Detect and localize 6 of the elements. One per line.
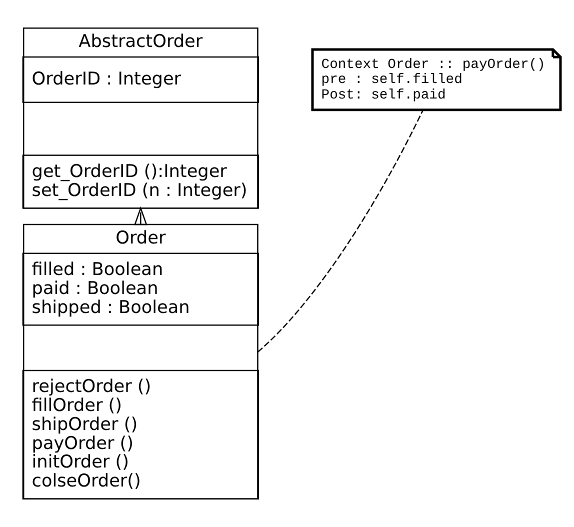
connector (257, 110, 424, 353)
node-box: rejectOrder () fillOrder () shipOrder () payOrder () initOrder () colseOrder() (22, 370, 259, 500)
node-box: filled : Boolean paid : Boolean shipped : Boolean (22, 252, 259, 326)
arrow (134, 206, 148, 226)
node-box: get_OrderID ():Integer set_OrderID (n : Integer) (22, 154, 259, 209)
node-box: OrderID : Integer (22, 56, 259, 103)
